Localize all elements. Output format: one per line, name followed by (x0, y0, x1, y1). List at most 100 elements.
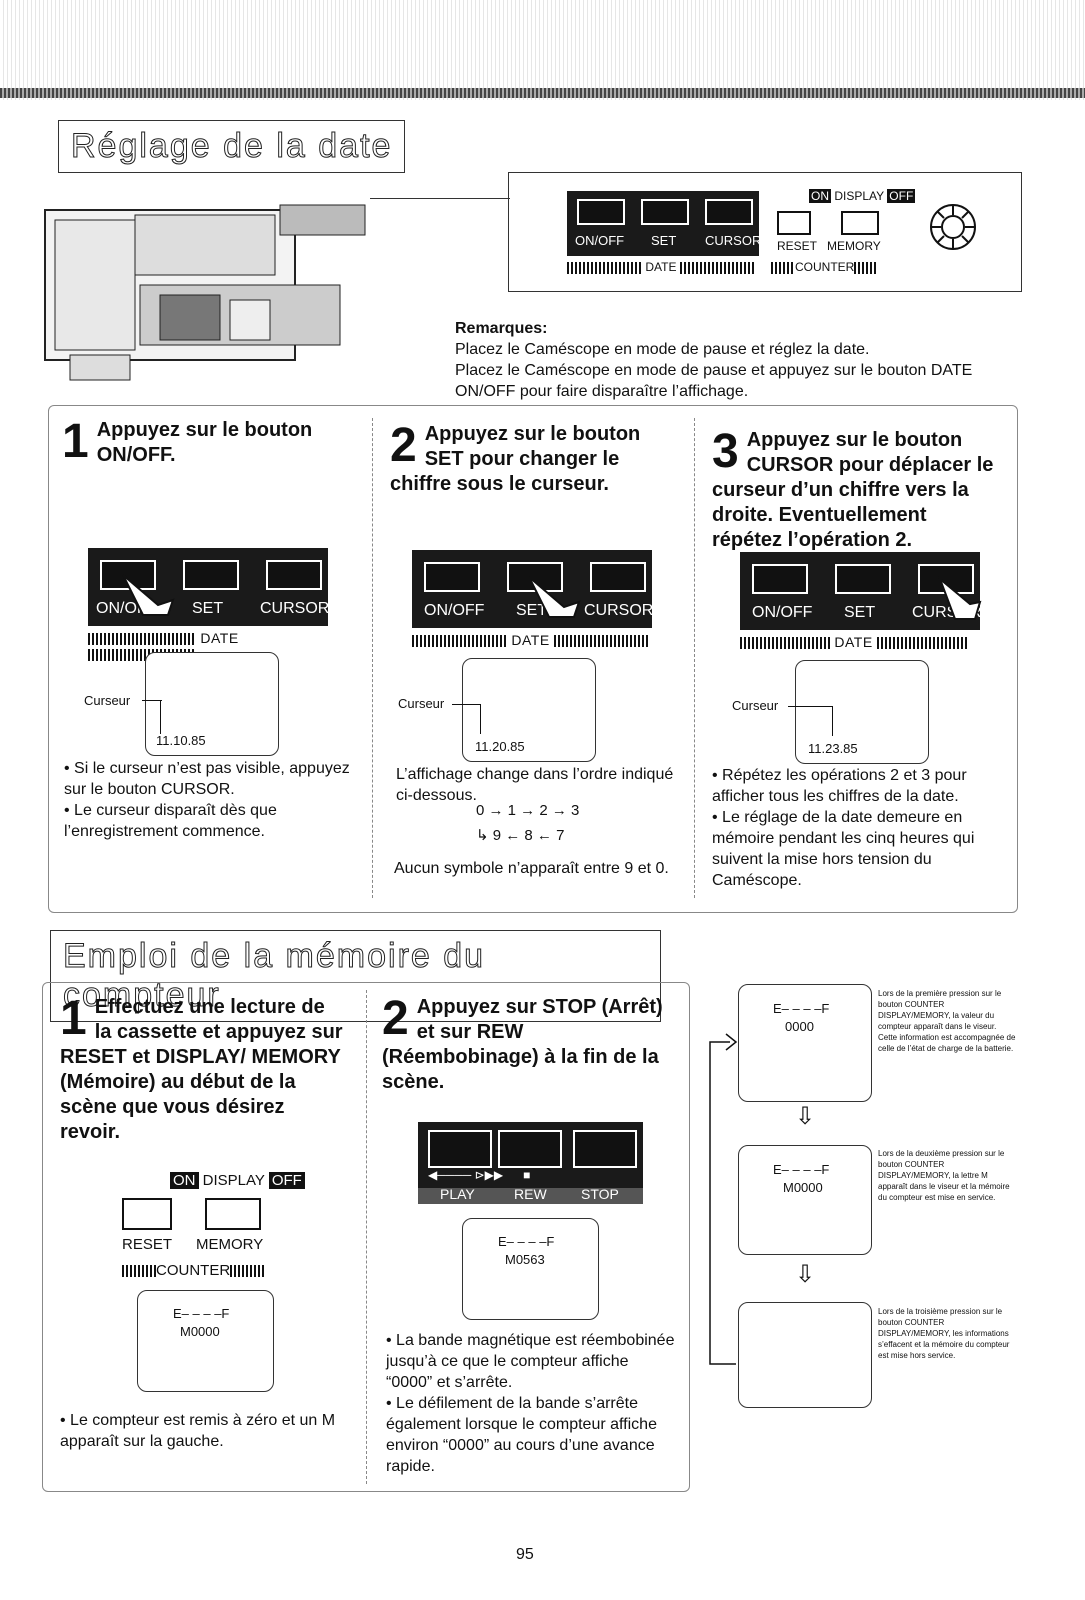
memory-label: MEMORY (196, 1236, 264, 1253)
step3-notes: • Répétez les opérations 2 et 3 pour aff… (712, 765, 992, 891)
step-heading: Appuyez sur STOP (Arrêt) et sur REW (Rée… (382, 996, 663, 1093)
loop-arrow-icon (706, 1030, 738, 1370)
date-readout: 11.23.85 (808, 741, 858, 756)
remarks-line-1: Placez le Caméscope en mode de pause et … (455, 341, 870, 358)
counter-state-note: Lors de la première pression sur le bout… (878, 989, 1016, 1053)
step2-text: L’affichage change dans l’ordre indiqué … (396, 766, 674, 804)
counter-line-2: M0000 (180, 1324, 220, 1339)
remarks-line-2: Placez le Caméscope en mode de pause et … (455, 362, 973, 400)
set-label: SET (844, 604, 876, 621)
date-step-1: 1 Appuyez sur le bouton ON/OFF. (62, 418, 352, 468)
remarks: Remarques: Placez le Caméscope en mode d… (455, 318, 1035, 402)
step-number: 1 (62, 415, 89, 468)
step-heading: Appuyez sur le bouton ON/OFF. (96, 419, 313, 466)
cursor-pointer (480, 704, 481, 734)
top-rule (0, 88, 1085, 98)
on-off-label: ON/OFF (752, 604, 813, 621)
cursor-label: Curseur (732, 698, 779, 713)
counter-step-1: 1 Effectuez une lecture de la cassette e… (60, 995, 345, 1145)
counter-line-2: M0563 (505, 1252, 545, 1267)
set-button[interactable] (835, 564, 891, 594)
note-item: • Le curseur disparaît dès que l’enregis… (64, 802, 277, 840)
reset-button[interactable] (777, 211, 811, 235)
step-number: 3 (712, 425, 739, 478)
counter-line-1: E– – – –F (173, 1306, 230, 1321)
step1-notes: • Si le curseur n’est pas visible, appuy… (64, 758, 354, 842)
viewfinder-display: 11.23.85 (795, 660, 929, 764)
play-label: PLAY (440, 1186, 475, 1202)
note-item: • Si le curseur n’est pas visible, appuy… (64, 760, 350, 798)
set-label: SET (516, 602, 548, 619)
on-off-button[interactable] (577, 199, 625, 225)
on-off-button[interactable] (752, 564, 808, 594)
digit-sequence-top: 0 → 1 → 2 → 3 (476, 802, 580, 819)
transport-arrows-icon: ◀──── ⊳▶▶ ■ (428, 1168, 531, 1182)
viewfinder-display: 11.10.85 (145, 652, 279, 756)
cursor-button[interactable] (266, 560, 322, 590)
down-arrow-icon: ⇩ (795, 1261, 816, 1288)
note-item: • La bande magnétique est réembobinée ju… (386, 1332, 675, 1391)
pressing-finger-icon (118, 570, 178, 620)
date-section-title: Réglage de la date (58, 120, 406, 173)
counter-line-1: E– – – –F (773, 1162, 830, 1177)
stop-button[interactable] (573, 1130, 637, 1168)
step-heading: Appuyez sur le bouton CURSOR pour déplac… (712, 429, 994, 551)
reset-button[interactable] (122, 1198, 172, 1230)
display-memory-button[interactable] (205, 1198, 261, 1230)
counter-line-1: E– – – –F (498, 1234, 555, 1249)
counter-strip: COUNTER (122, 1262, 265, 1279)
reset-label: RESET (122, 1236, 173, 1253)
counter-line-2: 0000 (785, 1019, 814, 1034)
set-label: SET (192, 600, 224, 617)
set-button[interactable] (183, 560, 239, 590)
viewfinder-display: E– – – –F M0563 (462, 1218, 599, 1320)
set-button[interactable] (641, 199, 689, 225)
date-strip: DATE (567, 260, 767, 274)
counter-state-note: Lors de la deuxième pression sur le bout… (878, 1149, 1010, 1202)
pressing-finger-icon (935, 574, 985, 624)
cursor-pointer (832, 706, 833, 736)
rew-button[interactable] (498, 1130, 562, 1168)
digit-sequence-bottom: ↳ 9 ← 8 ← 7 (476, 827, 565, 844)
divider (372, 418, 373, 898)
cursor-pointer (160, 700, 161, 734)
date-steps-panel (48, 405, 1018, 913)
callout-line (370, 198, 510, 199)
on-off-label: ON/OFF (575, 233, 625, 248)
pressing-finger-icon (524, 572, 584, 622)
counter-state-display (738, 1302, 872, 1408)
cursor-pointer (452, 704, 480, 705)
step-number: 2 (390, 419, 417, 472)
step-heading: Effectuez une lecture de la cassette et … (60, 996, 343, 1143)
viewfinder-display: E– – – –F M0000 (137, 1290, 274, 1392)
display-header: ON DISPLAY OFF (170, 1172, 305, 1189)
step1-button-panel: ON/OFF SET CURSOR (88, 548, 329, 626)
divider (366, 990, 367, 1484)
display-memory-button[interactable] (841, 211, 879, 235)
counter-step2-notes: • La bande magnétique est réembobinée ju… (386, 1330, 676, 1477)
play-button[interactable] (428, 1130, 492, 1168)
top-band (0, 0, 1085, 100)
cursor-label: CURSOR (705, 233, 762, 248)
date-step-2: 2 Appuyez sur le bouton SET pour changer… (390, 422, 670, 497)
on-off-button[interactable] (424, 562, 480, 592)
camcorder-illustration (40, 195, 370, 390)
note-item: • Le réglage de la date demeure en mémoi… (712, 809, 975, 889)
page-number: 95 (516, 1546, 534, 1563)
display-header: ON DISPLAY OFF (809, 189, 916, 203)
on-off-label: ON/OFF (424, 602, 485, 619)
cursor-button[interactable] (705, 199, 753, 225)
date-buttons-panel: ON/OFF SET CURSOR (567, 191, 762, 256)
date-readout: 11.20.85 (475, 739, 525, 754)
counter-state-display: E– – – –F 0000 (738, 984, 872, 1102)
stop-label: STOP (581, 1186, 619, 1202)
dial-knob-icon[interactable] (929, 203, 977, 251)
cursor-button[interactable] (590, 562, 646, 592)
step-number: 2 (382, 992, 409, 1045)
date-strip: DATE (412, 632, 672, 648)
counter-state-display: E– – – –F M0000 (738, 1145, 872, 1255)
rew-label: REW (514, 1186, 547, 1202)
transport-label-bar (418, 1188, 643, 1204)
note-item: • Le défilement de la bande s’arrête éga… (386, 1395, 657, 1475)
step2-button-panel: ON/OFF SET CURSOR (412, 550, 653, 628)
